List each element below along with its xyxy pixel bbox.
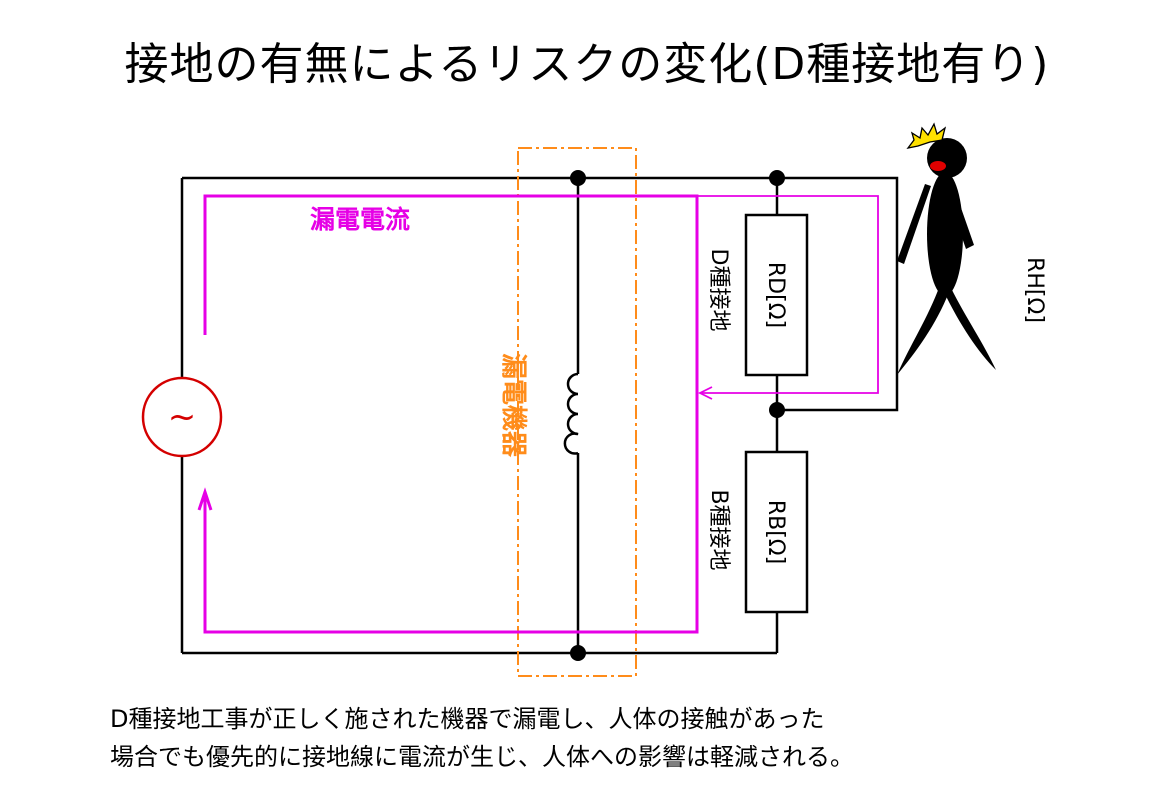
resistor-rb-label: RB[Ω] [763,500,788,564]
person-mouth [930,161,946,171]
leakage-path-branch [697,195,879,394]
person-head [927,138,967,178]
leakage-arrow-branch-icon [697,386,713,400]
shock-spark-icon [906,122,947,149]
leaking-equipment-label: 漏電機器 [498,353,528,458]
resistor-rd-label: RD[Ω] [763,262,788,328]
resistor-rb [744,450,809,614]
person-leg-left [897,285,949,375]
person-arm [897,184,931,264]
leakage-current-path [203,194,879,634]
junction-dot-top-equipment [570,170,586,186]
junction-dot-bottom-equipment [570,645,586,661]
equipment-coil [563,372,579,455]
leakage-path-main [203,194,699,634]
leaking-equipment-box [517,147,637,677]
circuit-wires [180,176,899,655]
ac-source [141,376,223,458]
page-title: 接地の有無によるリスクの変化(D種接地有り) [124,39,1050,90]
junction-dot-top-rd [769,170,785,186]
person-body [927,172,963,296]
caption-line-1: D種接地工事が正しく施された機器で漏電し、人体の接触があった [110,705,825,733]
b-grounding-label: B種接地 [706,489,731,570]
person-arm-right [946,185,974,249]
junction-dot-middle [769,402,785,418]
leakage-current-label: 漏電電流 [310,205,410,234]
resistor-rd [744,213,809,377]
ac-source-symbol: ~ [168,397,197,437]
human-resistance-label: RH[Ω] [1022,257,1047,323]
leakage-arrow-bottom-icon [197,487,213,511]
caption-line-2: 場合でも優先的に接地線に電流が生じ、人体への影響は軽減される。 [110,743,854,771]
d-grounding-label: D種接地 [706,249,731,332]
top-wire [182,176,899,412]
person-leg-right [944,288,996,370]
caption: D種接地工事が正しく施された機器で漏電し、人体の接触があった 場合でも優先的に接… [110,700,854,776]
person-figure [897,122,996,375]
